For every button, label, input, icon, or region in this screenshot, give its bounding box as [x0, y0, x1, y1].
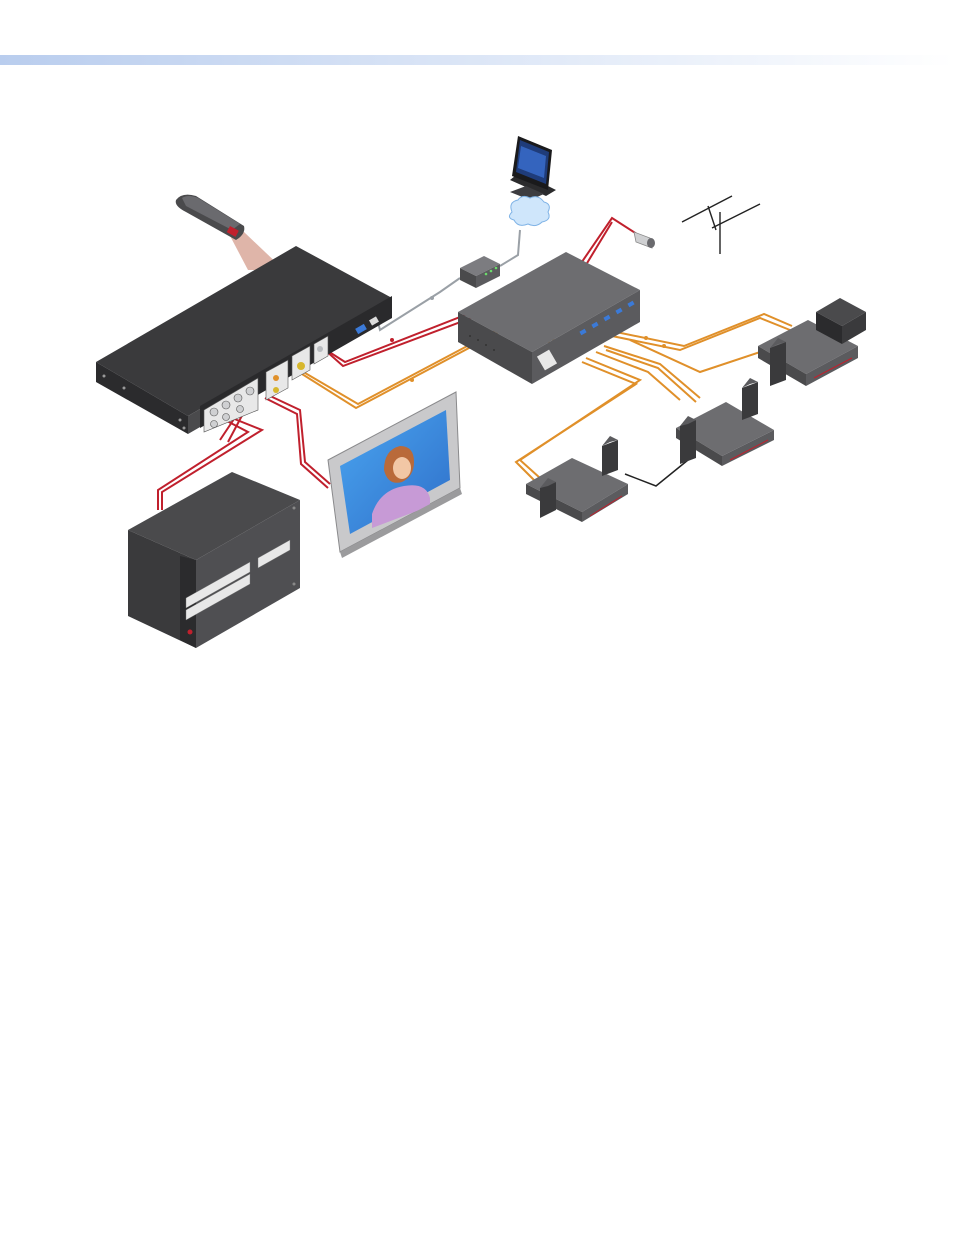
antenna-icon [682, 196, 760, 254]
matrix-switcher-icon [128, 472, 300, 648]
endpoint-icon-3 [758, 298, 866, 386]
rack-receiver-icon [96, 246, 392, 434]
ir-remote-icon [176, 195, 284, 270]
interface-box-icon [460, 256, 500, 288]
camera-icon [634, 232, 655, 248]
endpoint-link-wire [625, 460, 688, 486]
touchpanel-icon [510, 136, 556, 200]
cloud-icon [509, 196, 549, 225]
display-icon [328, 392, 462, 558]
endpoint-icon-1 [526, 436, 628, 522]
